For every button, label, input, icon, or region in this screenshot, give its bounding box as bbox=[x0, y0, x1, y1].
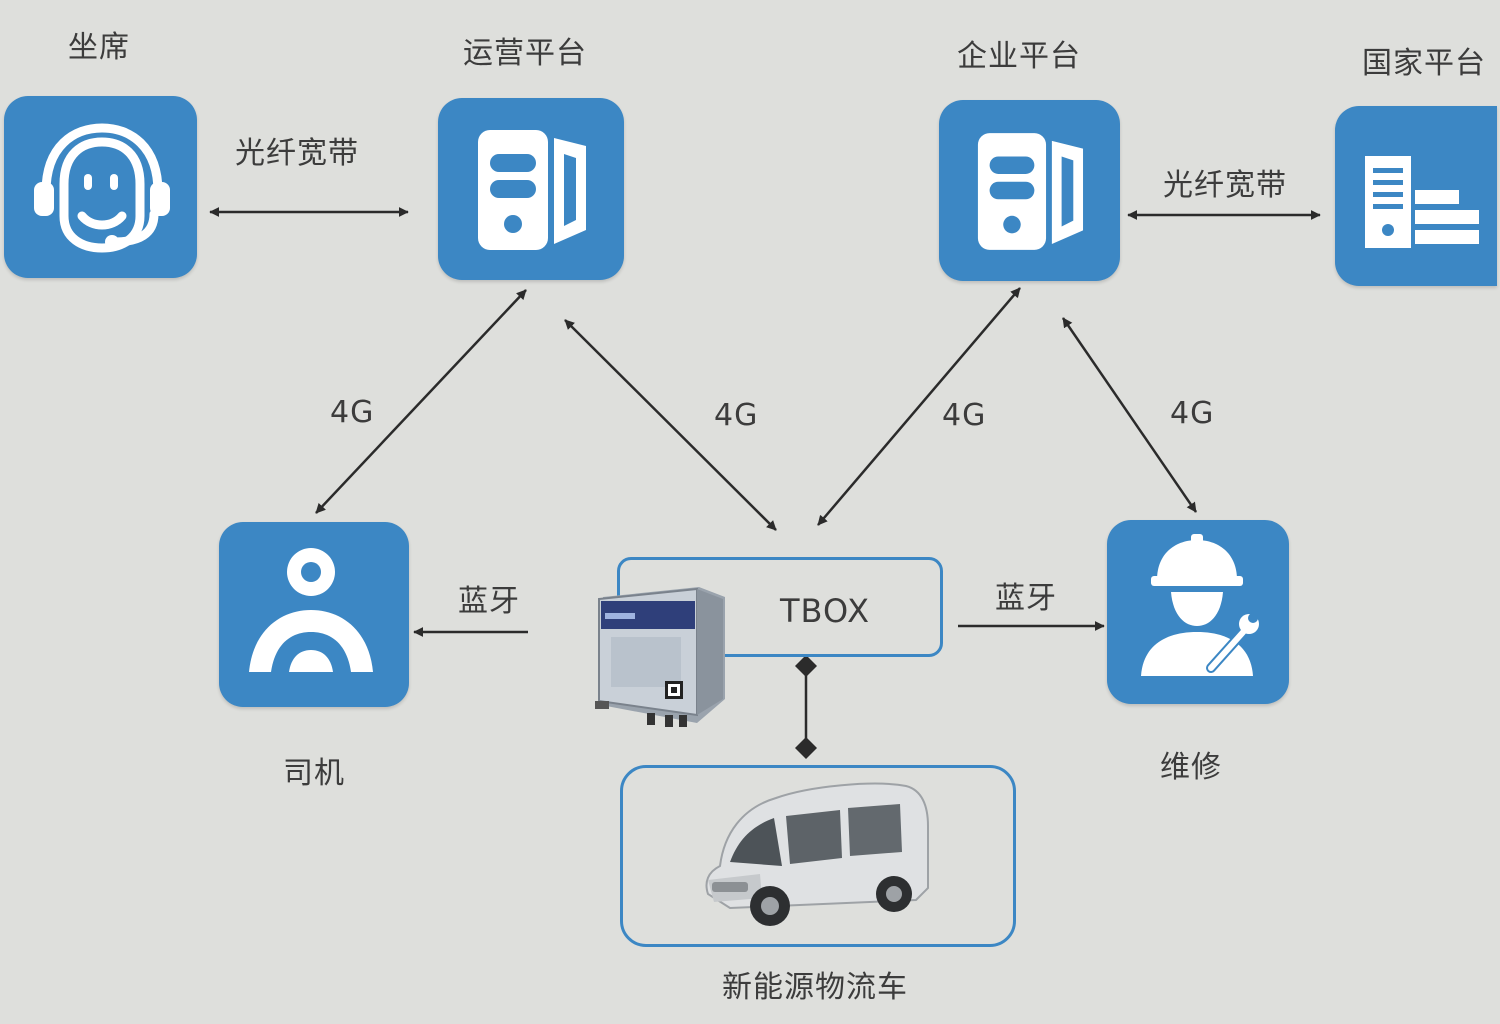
building-server-icon bbox=[1365, 156, 1479, 248]
enterprise-platform-label: 企业平台 bbox=[957, 39, 1081, 74]
server-icon bbox=[478, 130, 586, 250]
national-platform-node bbox=[1335, 106, 1497, 286]
vehicle-frame bbox=[620, 765, 1016, 947]
seat-label: 坐席 bbox=[68, 30, 130, 65]
driver-label: 司机 bbox=[283, 756, 345, 791]
link-ops-driver bbox=[315, 289, 527, 514]
link-enterprise-tbox bbox=[817, 287, 1021, 526]
van-image bbox=[690, 770, 936, 940]
link-label-ops-driver: 4G bbox=[330, 395, 375, 430]
link-label-tbox-maintenance: 蓝牙 bbox=[995, 581, 1057, 616]
ops-platform-node bbox=[438, 98, 624, 280]
link-label-seat-ops: 光纤宽带 bbox=[235, 136, 359, 171]
headset-icon bbox=[34, 123, 170, 253]
vehicle-label: 新能源物流车 bbox=[722, 970, 908, 1005]
link-label-enterprise-maintenance: 4G bbox=[1170, 396, 1215, 431]
worker-icon bbox=[1141, 534, 1259, 676]
driver-node bbox=[219, 522, 409, 707]
seat-node bbox=[4, 96, 197, 278]
link-ops-tbox bbox=[564, 319, 777, 531]
link-enterprise-maintenance bbox=[1061, 317, 1198, 513]
maintenance-node bbox=[1107, 520, 1289, 704]
driver-icon bbox=[249, 548, 373, 672]
tbox-label: TBOX bbox=[780, 592, 870, 630]
server-icon bbox=[977, 133, 1084, 250]
enterprise-platform-node bbox=[939, 100, 1120, 281]
link-label-enterprise-tbox: 4G bbox=[942, 398, 987, 433]
link-label-ops-tbox: 4G bbox=[714, 398, 759, 433]
link-label-tbox-driver: 蓝牙 bbox=[458, 584, 520, 619]
tbox-device-image bbox=[587, 583, 735, 731]
link-label-enterprise-national: 光纤宽带 bbox=[1163, 168, 1287, 203]
ops-platform-label: 运营平台 bbox=[463, 36, 587, 71]
maintenance-label: 维修 bbox=[1160, 750, 1222, 785]
national-platform-label: 国家平台 bbox=[1362, 46, 1486, 81]
